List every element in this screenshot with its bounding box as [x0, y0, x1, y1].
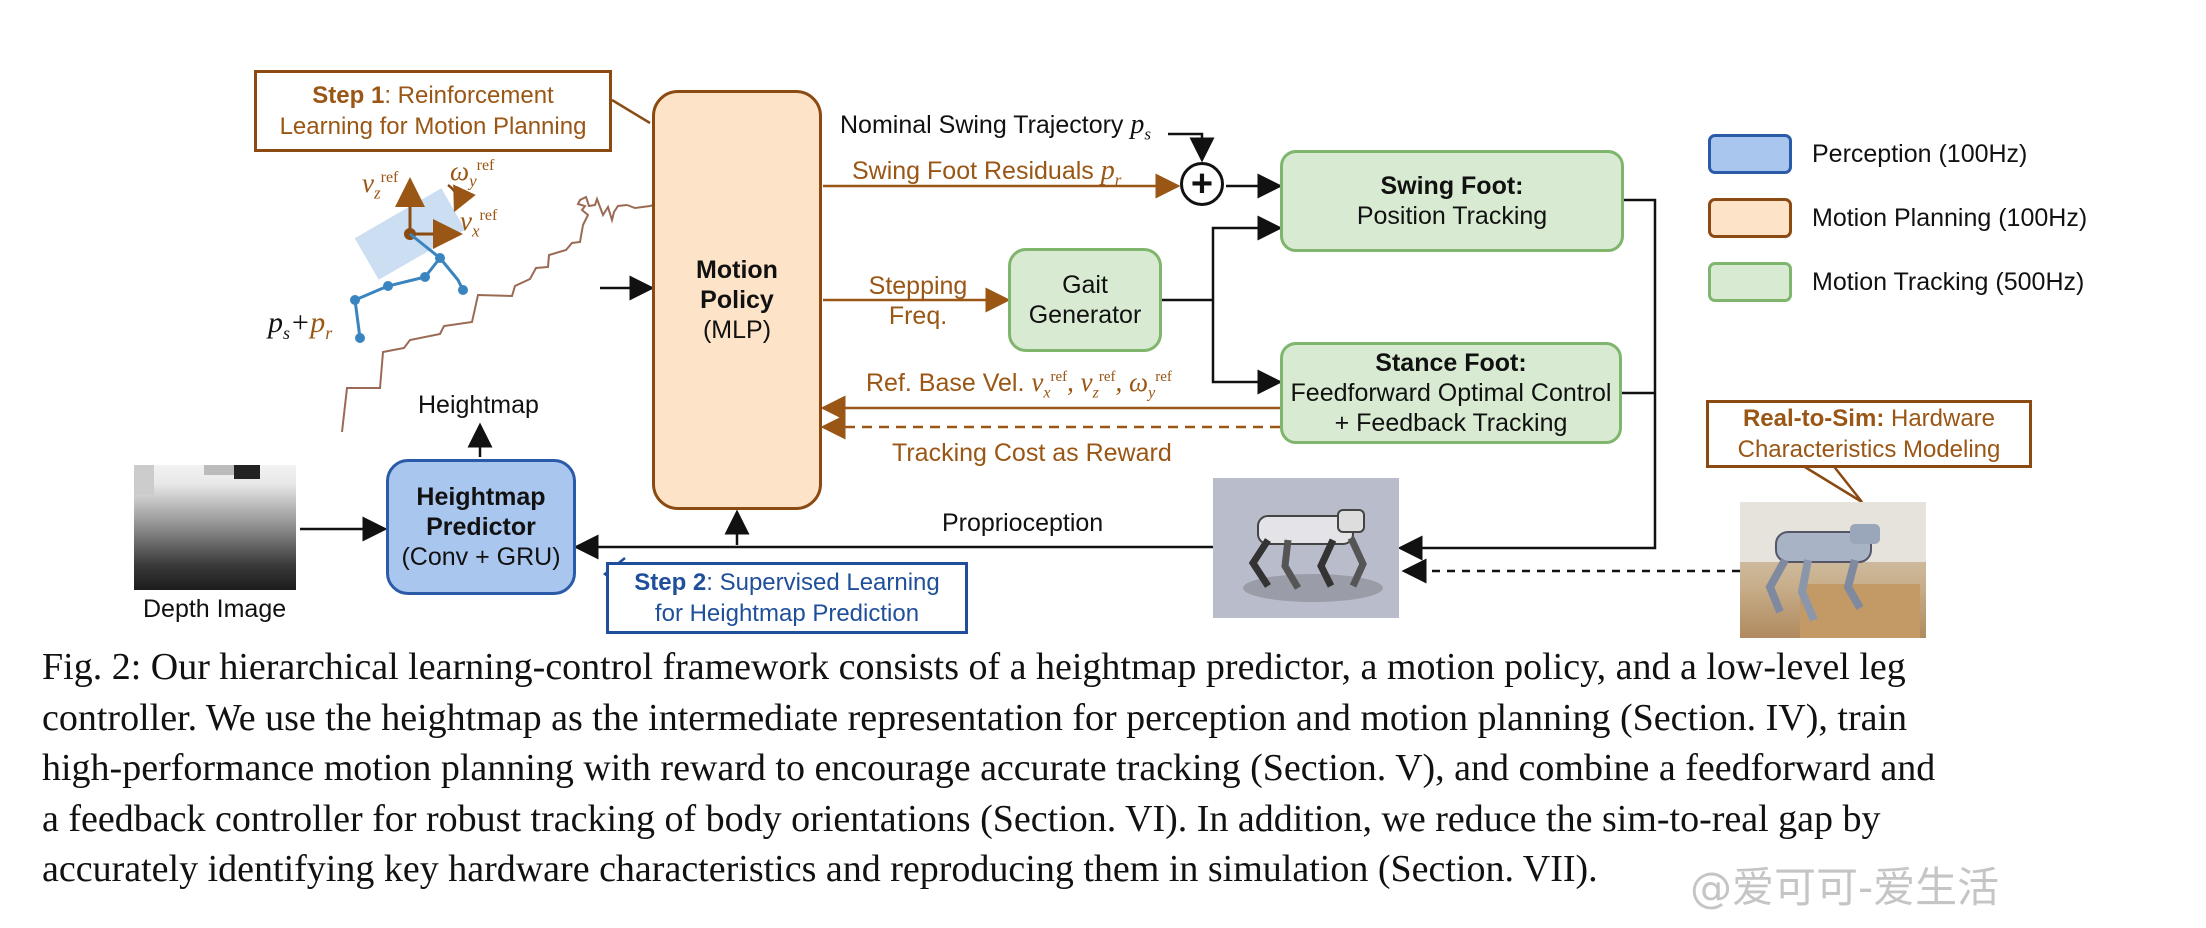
legend-swatch	[1708, 262, 1792, 302]
predictor-line1: Heightmap	[416, 483, 546, 511]
gait-line2: Generator	[1028, 301, 1142, 329]
step1-bold: Step 1	[312, 82, 385, 109]
heightmap-predictor-box: Heightmap Predictor (Conv + GRU)	[386, 459, 576, 595]
step1-callout: Step 1: Reinforcement Learning for Motio…	[254, 70, 612, 152]
caption-line: accurately identifying key hardware char…	[42, 848, 1598, 890]
plus-sign: +	[1190, 163, 1214, 205]
proprioception-label: Proprioception	[942, 509, 1104, 537]
tracking-cost-label: Tracking Cost as Reward	[892, 439, 1172, 467]
step2-rest: : Supervised Learning	[706, 569, 940, 596]
step2-line2: for Heightmap Prediction	[654, 600, 920, 627]
gait-line1: Gait	[1062, 271, 1108, 299]
legend-item: Perception (100Hz)	[1708, 132, 2128, 176]
ref-base-vel-label: Ref. Base Vel. vxref, vzref, ωyref	[866, 367, 1172, 402]
legend-label: Perception (100Hz)	[1812, 140, 2028, 168]
swing-foot-title: Swing Foot:	[1380, 172, 1524, 200]
caption-line: controller. We use the heightmap as the …	[42, 696, 1908, 739]
swing-foot-sub: Position Tracking	[1356, 202, 1548, 230]
omega-ref-label: ωyref	[450, 156, 495, 191]
nominal-swing-label: Nominal Swing Trajectory ps	[840, 109, 1152, 144]
figure-caption: Fig. 2: Our hierarchical learning-contro…	[42, 642, 2152, 895]
sum-junction: +	[1180, 162, 1224, 206]
predictor-line3: (Conv + GRU)	[401, 543, 561, 571]
legend-swatch	[1708, 198, 1792, 238]
predictor-line2: Predictor	[426, 513, 536, 541]
real-robot-photo	[1740, 502, 1926, 638]
stance-foot-line2: Feedforward Optimal Control	[1290, 379, 1612, 407]
watermark: @爱可可-爱生活	[1690, 863, 2000, 912]
stance-foot-box: Stance Foot: Feedforward Optimal Control…	[1280, 342, 1622, 444]
policy-line2: Policy	[700, 286, 774, 314]
real-to-sim-rest: Hardware	[1884, 405, 1996, 432]
policy-line1: Motion	[696, 256, 778, 284]
stance-foot-title: Stance Foot:	[1375, 349, 1527, 377]
depth-image-label: Depth Image	[143, 595, 287, 623]
diagram-connectors	[300, 98, 1863, 591]
depth-image	[134, 465, 296, 590]
real-to-sim-line2: Characteristics Modeling	[1737, 436, 2001, 463]
caption-line: a feedback controller for robust trackin…	[42, 797, 1881, 840]
legend-item: Motion Planning (100Hz)	[1708, 196, 2128, 240]
policy-line3: (MLP)	[702, 316, 772, 344]
step2-callout: Step 2: Supervised Learning for Heightma…	[606, 562, 968, 634]
real-to-sim-bold: Real-to-Sim:	[1742, 405, 1885, 432]
vz-ref-label: vzref	[362, 168, 399, 203]
legend-swatch	[1708, 134, 1792, 174]
motion-policy-box: Motion Policy (MLP)	[652, 90, 822, 510]
step1-rest: : Reinforcement	[384, 82, 554, 109]
step1-line2: Learning for Motion Planning	[279, 113, 587, 140]
caption-line: high-performance motion planning with re…	[42, 747, 1936, 789]
legend-label: Motion Tracking (500Hz)	[1812, 268, 2085, 296]
gait-generator-box: Gait Generator	[1008, 248, 1162, 352]
stance-foot-line3: + Feedback Tracking	[1334, 409, 1568, 437]
swing-residuals-label: Swing Foot Residuals pr	[852, 155, 1122, 190]
sim-robot-image	[1213, 478, 1399, 618]
legend-label: Motion Planning (100Hz)	[1812, 204, 2088, 232]
sim-robot-drawing	[1243, 509, 1383, 602]
heightmap-label: Heightmap	[418, 391, 539, 419]
vx-ref-label: vxref	[460, 206, 498, 241]
legend-item: Motion Tracking (500Hz)	[1708, 260, 2128, 304]
ps-pr-label: ps+pr	[268, 306, 333, 343]
step2-bold: Step 2	[634, 569, 707, 596]
legend: Perception (100Hz) Motion Planning (100H…	[1708, 132, 2128, 304]
real-robot-drawing	[1740, 502, 1926, 638]
caption-line: Fig. 2: Our hierarchical learning-contro…	[42, 646, 1906, 688]
real-to-sim-callout: Real-to-Sim: Hardware Characteristics Mo…	[1706, 400, 2032, 468]
swing-foot-box: Swing Foot: Position Tracking	[1280, 150, 1624, 252]
